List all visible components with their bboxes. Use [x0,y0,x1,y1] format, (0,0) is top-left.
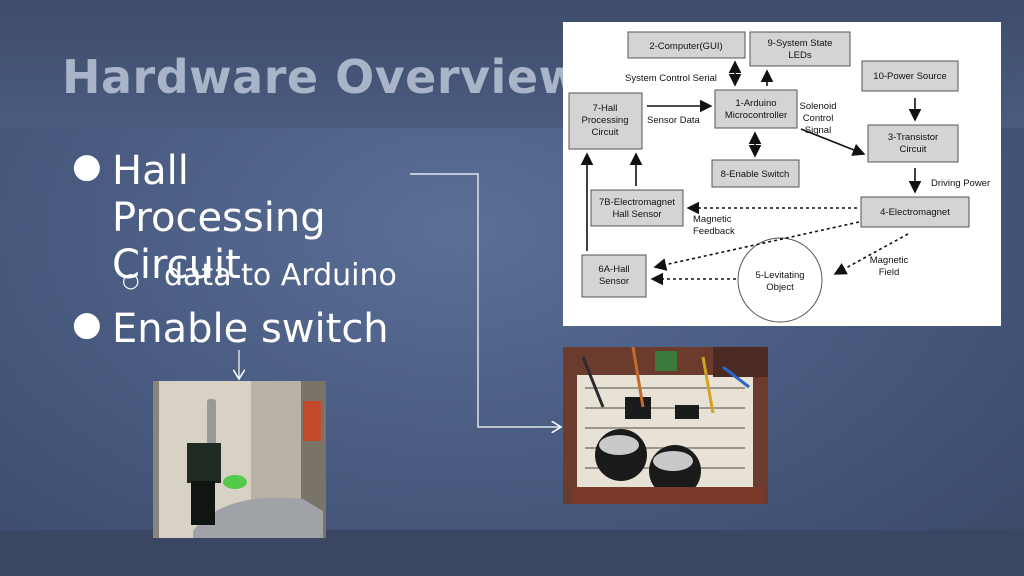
connector-hall-to-board [410,173,561,427]
block-computer-label: 2-Computer(GUI) [649,41,722,52]
block-label: Object [766,282,794,293]
block-label: 9-System State [768,38,833,49]
block-hall-processing [568,92,643,150]
block-transistor [867,124,959,163]
bullet-enable-switch: Enable switch [112,306,389,352]
arrow-magnetic-field [833,233,909,275]
block-label: 3-Transistor [888,132,938,143]
edge-label: Magnetic [870,255,909,266]
block-em-hall-sensor [590,189,684,227]
block-label: Circuit [900,144,927,155]
block-label: 7B-Electromagnet [599,197,675,208]
block-computer [627,31,746,59]
block-label: 10-Power Source [873,71,946,82]
edge-label-serial: System Control Serial [625,73,717,84]
bullet-line: Circuit [112,242,241,288]
edge-label-sensor-data: Sensor Data [647,115,701,126]
enable-switch-photo-art [153,381,326,538]
block-diagram: 2-Computer(GUI) 9-System State LEDs 10-P… [563,22,1001,326]
block-power-source [861,60,959,92]
enable-switch-photo [153,381,326,538]
block-electromagnet [860,196,970,228]
block-label: 5-Levitating [755,270,804,281]
levitating-object-circle [737,237,823,323]
block-label: 8-Enable Switch [721,169,790,180]
arrow-arduino-transistor [800,128,866,156]
hall-processing-circuit-photo [563,347,768,504]
edge-label: Feedback [693,226,735,237]
block-arduino [714,89,798,129]
block-label: 1-Arduino [735,98,776,109]
bullet-dot-icon: ● [72,304,102,344]
bullet-line: Hall Processing [112,148,326,241]
block-label: Circuit [592,127,619,138]
block-label: 4-Electromagnet [880,207,950,218]
edge-label-driving-power: Driving Power [931,178,990,189]
arrow-em-hallsensor [653,221,860,271]
block-label: 6A-Hall [598,264,629,275]
bullet-dot-icon: ● [72,146,102,186]
edge-label: Signal [805,125,831,136]
block-label: 7-Hall [593,103,618,114]
edge-label: Magnetic [693,214,732,225]
bullet-hall-processing: Hall Processing Circuit [112,148,412,289]
sub-bullet-circle-icon: ○ [122,268,140,292]
breadboard-photo-art [563,347,768,504]
sub-bullet-data-to-arduino: data to Arduino [164,258,397,293]
block-label: Sensor [599,276,629,287]
block-hall-sensor [581,254,647,298]
edge-label: Field [879,267,900,278]
edge-label: Solenoid [800,101,837,112]
block-diagram-svg: 2-Computer(GUI) 9-System State LEDs 10-P… [568,31,990,323]
edge-label: Control [803,113,834,124]
block-label: LEDs [788,50,811,61]
block-state-leds [749,31,851,67]
block-label: Microcontroller [725,110,787,121]
slide-title: Hardware Overview [62,50,582,104]
block-enable-switch [711,159,800,188]
block-label: Hall Sensor [612,209,661,220]
block-label: Processing [582,115,629,126]
